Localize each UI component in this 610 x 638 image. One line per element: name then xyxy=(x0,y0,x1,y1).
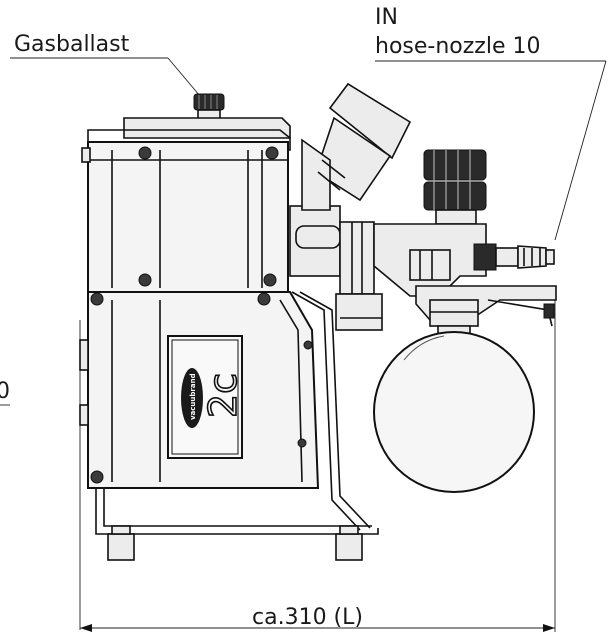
in-label: IN xyxy=(375,5,398,30)
screw-icon xyxy=(297,438,307,448)
screw-icon xyxy=(265,146,279,160)
width-dimension-label: ca.310 (L) xyxy=(252,605,363,630)
separator-body xyxy=(373,223,487,297)
pump-head xyxy=(289,205,383,331)
hose-nozzle xyxy=(473,243,555,271)
logo-panel: vacuubrand 2c xyxy=(167,335,246,459)
condenser-elbow xyxy=(301,82,412,211)
screw-icon xyxy=(90,292,104,306)
brand-badge-text: vacuubrand xyxy=(189,373,197,420)
base-frame xyxy=(95,291,379,561)
hose-nozzle-leader xyxy=(554,60,607,241)
screw-icon xyxy=(90,470,104,484)
brand-badge-icon xyxy=(181,368,203,428)
dimension-arrow-left xyxy=(80,624,92,632)
dimension-arrow-right xyxy=(543,624,555,632)
left-dimension-label: 0 xyxy=(0,379,10,404)
foot-left xyxy=(107,533,135,561)
round-flask xyxy=(373,299,535,493)
upper-housing xyxy=(81,141,289,293)
valve-knob xyxy=(423,149,487,225)
model-mark: 2c xyxy=(201,373,245,418)
foot-right xyxy=(335,533,363,561)
screw-icon xyxy=(138,273,152,287)
screw-icon xyxy=(303,340,313,350)
screw-icon xyxy=(257,292,271,306)
screw-icon xyxy=(263,273,277,287)
screw-icon xyxy=(138,146,152,160)
gasballast-label: Gasballast xyxy=(14,32,130,57)
hose-nozzle-label: hose-nozzle 10 xyxy=(375,34,540,59)
